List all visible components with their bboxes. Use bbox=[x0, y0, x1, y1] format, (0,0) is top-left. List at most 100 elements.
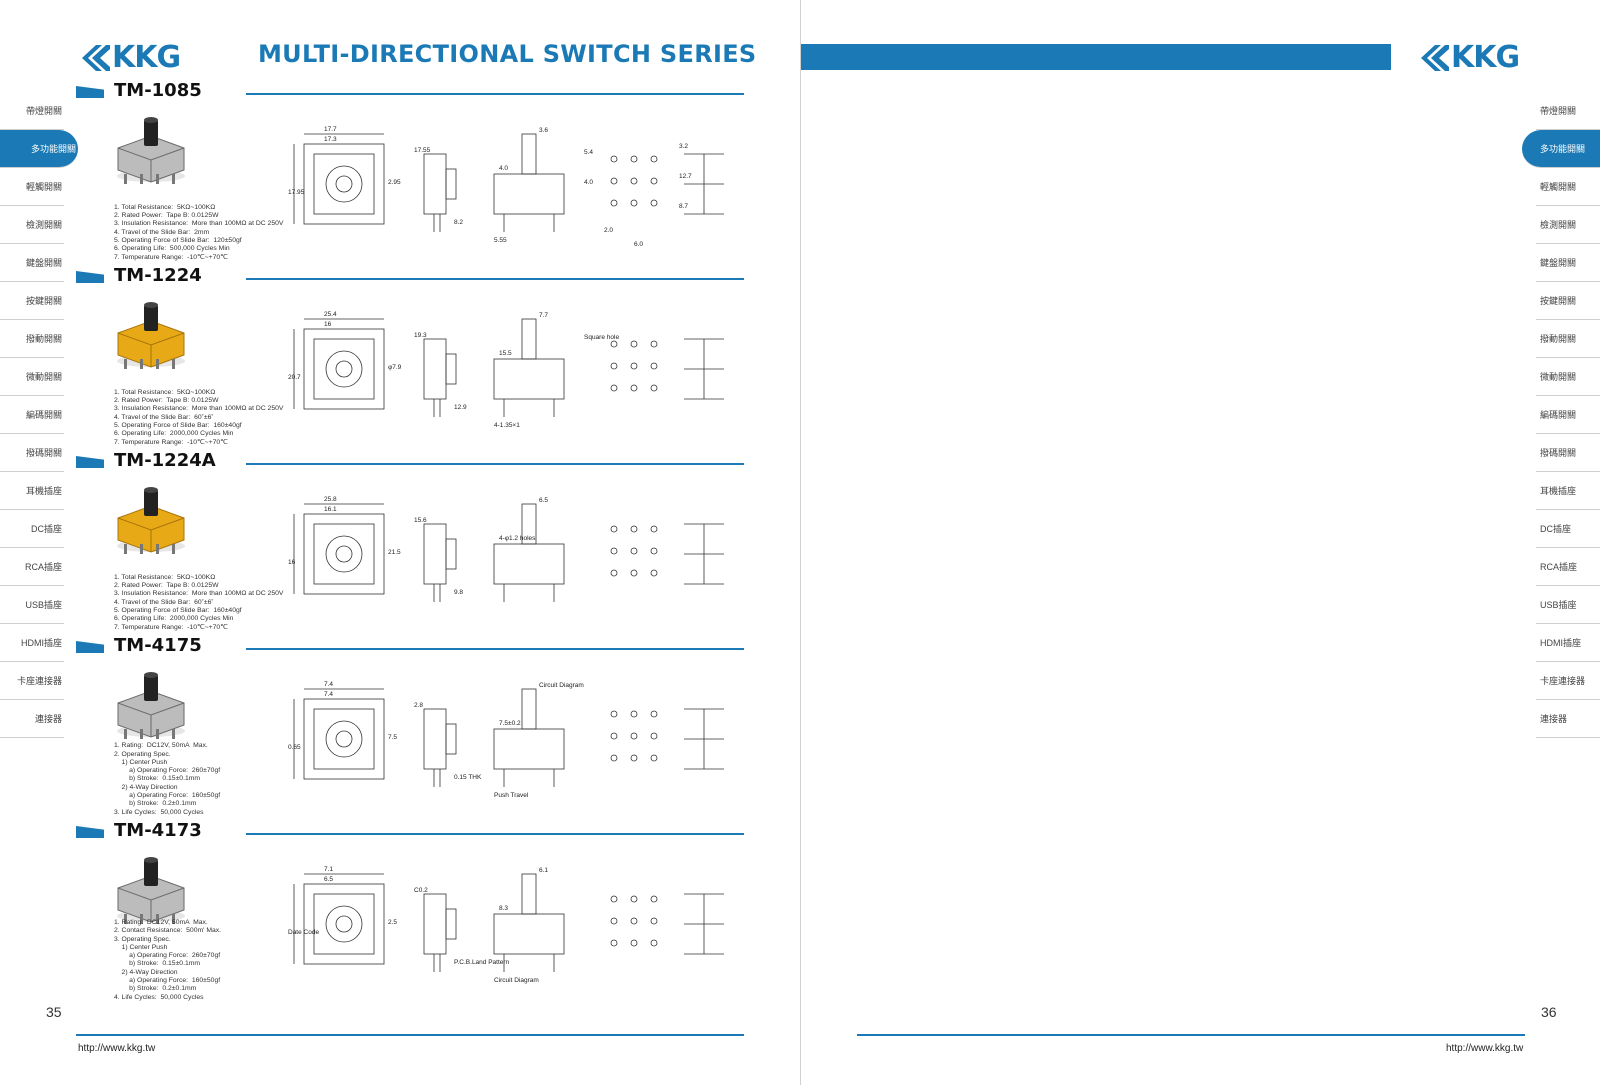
dimension-label: 0.15 THK bbox=[454, 774, 482, 781]
side-nav-item[interactable]: 撥碼開關 bbox=[1536, 434, 1600, 472]
section-flag-icon bbox=[76, 271, 104, 283]
side-nav-item[interactable]: RCA插座 bbox=[1536, 548, 1600, 586]
dimension-label: 8.7 bbox=[679, 203, 688, 210]
dimension-label: Date Code bbox=[288, 929, 319, 936]
side-nav-item[interactable]: 微動開關 bbox=[1536, 358, 1600, 396]
dimension-label: 2.5 bbox=[388, 919, 397, 926]
dimension-label: 8.2 bbox=[454, 219, 463, 226]
spec-item: 1) Center Push bbox=[114, 758, 168, 766]
product-photo bbox=[117, 672, 185, 739]
dimension-label: 16 bbox=[288, 559, 296, 566]
side-nav-item[interactable]: HDMI插座 bbox=[0, 624, 64, 662]
spec-list: 1. Rating: DC12V, 50mA Max.2. Contact Re… bbox=[114, 919, 314, 1002]
side-nav-item[interactable]: 按鍵開關 bbox=[1536, 282, 1600, 320]
side-nav-item[interactable]: 多功能開關 bbox=[1522, 130, 1600, 168]
model-name: TM-1224A bbox=[114, 450, 216, 471]
side-nav-item[interactable]: 撥動開關 bbox=[0, 320, 64, 358]
side-nav-item[interactable]: 編碼開關 bbox=[0, 396, 64, 434]
side-nav-item[interactable]: 卡座連接器 bbox=[1536, 662, 1600, 700]
side-nav-item[interactable]: 卡座連接器 bbox=[0, 662, 64, 700]
dimension-label: 25.4 bbox=[324, 311, 337, 318]
side-nav-item[interactable]: 撥動開關 bbox=[1536, 320, 1600, 358]
side-nav-item[interactable]: 輕觸開關 bbox=[0, 168, 64, 206]
side-nav-item[interactable]: RCA插座 bbox=[0, 548, 64, 586]
dimension-label: Circuit Diagram bbox=[539, 682, 584, 689]
side-nav-item[interactable]: 耳機插座 bbox=[0, 472, 64, 510]
section-header: TM-1224 bbox=[76, 265, 744, 291]
dimension-label: 6.5 bbox=[539, 497, 548, 504]
side-nav-item[interactable]: 多功能開關 bbox=[0, 130, 78, 168]
side-nav-item[interactable]: 檢測開關 bbox=[0, 206, 64, 244]
dimension-label: 7.5 bbox=[388, 734, 397, 741]
side-nav-item[interactable]: 檢測開關 bbox=[1536, 206, 1600, 244]
dimension-label: 4-1.35×1 bbox=[494, 422, 520, 429]
footer-url[interactable]: http://www.kkg.tw bbox=[78, 1043, 156, 1054]
spec-item: 2. Contact Resistance: 500m' Max. bbox=[114, 927, 222, 935]
footer-url[interactable]: http://www.kkg.tw bbox=[1446, 1043, 1524, 1054]
side-nav-item[interactable]: USB插座 bbox=[1536, 586, 1600, 624]
side-nav-item[interactable]: 耳機插座 bbox=[1536, 472, 1600, 510]
section-flag-icon bbox=[76, 86, 104, 98]
dimension-label: 6.0 bbox=[634, 241, 643, 248]
right-page: KKG 帶燈開關多功能開關輕觸開關檢測開關鍵盤開關按鍵開關撥動開關微動開關編碼開… bbox=[800, 0, 1600, 1085]
dimension-label: 2.0 bbox=[604, 227, 613, 234]
dimension-label: 25.8 bbox=[324, 496, 337, 503]
side-nav-item[interactable]: 連接器 bbox=[1536, 700, 1600, 738]
dimension-label: 8.3 bbox=[499, 905, 508, 912]
section-rule bbox=[246, 93, 744, 95]
spec-item: 3. Operating Spec. bbox=[114, 935, 171, 943]
spec-item: 3. Insulation Resistance: More than 100M… bbox=[114, 220, 284, 228]
product-image bbox=[106, 852, 196, 928]
side-nav-item[interactable]: 連接器 bbox=[0, 700, 64, 738]
dimension-label: 17.3 bbox=[324, 136, 337, 143]
side-nav-item[interactable]: 撥碼開關 bbox=[0, 434, 64, 472]
spec-item: a) Operating Force: 260±70gf bbox=[114, 767, 221, 775]
section-rule bbox=[246, 463, 744, 465]
spec-item: 1. Total Resistance: 5KΩ~100KΩ bbox=[114, 388, 216, 396]
side-nav-item[interactable]: DC插座 bbox=[1536, 510, 1600, 548]
side-nav-item[interactable]: 帶燈開關 bbox=[1536, 92, 1600, 130]
dimension-label: 6.5 bbox=[324, 876, 333, 883]
side-nav-item[interactable]: HDMI插座 bbox=[1536, 624, 1600, 662]
spec-item: 1. Rating: DC12V, 50mA Max. bbox=[114, 742, 208, 750]
side-nav-item[interactable]: 鍵盤開關 bbox=[1536, 244, 1600, 282]
spec-item: a) Operating Force: 160±50gf bbox=[114, 792, 221, 800]
side-nav-item[interactable]: 鍵盤開關 bbox=[0, 244, 64, 282]
product-photo bbox=[117, 857, 185, 924]
spec-item: 2. Operating Spec. bbox=[114, 750, 171, 758]
footer-rule bbox=[857, 1034, 1525, 1036]
dimension-label: C0.2 bbox=[414, 887, 428, 894]
spec-item: 7. Temperature Range: -10℃~+70℃ bbox=[114, 253, 228, 261]
side-nav-item[interactable]: DC插座 bbox=[0, 510, 64, 548]
spec-item: 1. Total Resistance: 5KΩ~100KΩ bbox=[114, 203, 216, 211]
dimension-label: 5.55 bbox=[494, 237, 507, 244]
spec-item: 2) 4-Way Direction bbox=[114, 968, 178, 976]
dimension-label: Circuit Diagram bbox=[494, 977, 539, 984]
side-nav-item[interactable]: USB插座 bbox=[0, 586, 64, 624]
side-nav-item[interactable]: 編碼開關 bbox=[1536, 396, 1600, 434]
spec-item: 4. Travel of the Slide Bar: 2mm bbox=[114, 228, 210, 236]
dimension-label: 12.7 bbox=[679, 173, 692, 180]
side-nav-item[interactable]: 輕觸開關 bbox=[1536, 168, 1600, 206]
spec-item: 2. Rated Power: Tape B: 0.0125W bbox=[114, 212, 219, 220]
header-bar bbox=[801, 44, 1391, 70]
side-nav-right: 帶燈開關多功能開關輕觸開關檢測開關鍵盤開關按鍵開關撥動開關微動開關編碼開關撥碼開… bbox=[1522, 92, 1600, 738]
technical-drawings: 17.717.32.9517.9517.558.24.03.65.555.44.… bbox=[288, 126, 724, 248]
dimension-label: 15.5 bbox=[499, 350, 512, 357]
side-nav-item[interactable]: 按鍵開關 bbox=[0, 282, 64, 320]
side-nav-item[interactable]: 帶燈開關 bbox=[0, 92, 64, 130]
product-image bbox=[106, 667, 196, 743]
side-nav-item[interactable]: 微動開關 bbox=[0, 358, 64, 396]
dimension-label: 21.5 bbox=[388, 549, 401, 556]
section-rule bbox=[246, 833, 744, 835]
dimension-label: 19.3 bbox=[414, 332, 427, 339]
model-name: TM-4173 bbox=[114, 820, 202, 841]
page-number: 36 bbox=[1541, 1004, 1557, 1020]
dimension-label: 7.1 bbox=[324, 866, 333, 873]
